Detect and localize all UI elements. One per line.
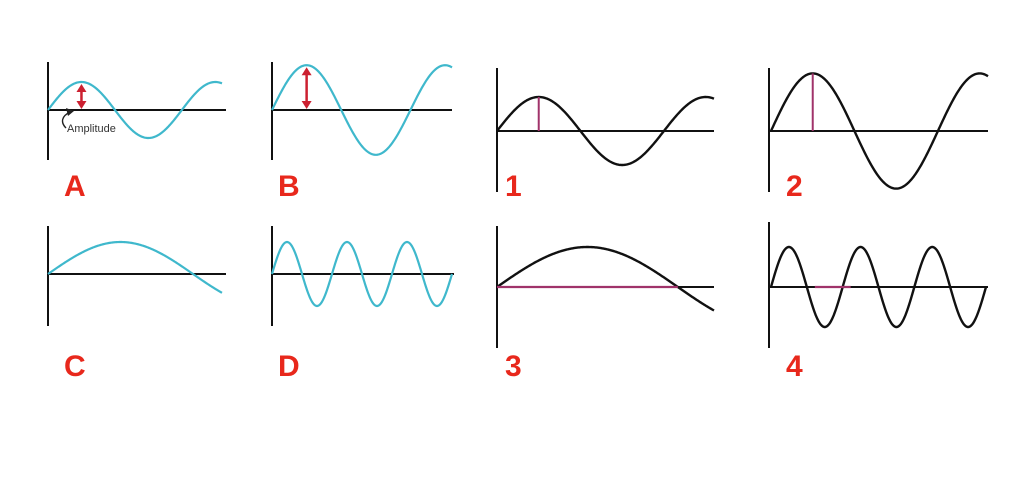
panel-label-2: 2 — [786, 170, 803, 203]
panel-a-wave — [47, 80, 223, 140]
panel-d-wave — [270, 240, 454, 308]
panel-label-b: B — [278, 170, 300, 203]
panel-2-wave — [769, 72, 989, 190]
panel-label-c: C — [64, 350, 86, 383]
panel-label-a: A — [64, 170, 86, 203]
amplitude-pointer-head — [66, 108, 74, 116]
panel-c-wave — [47, 240, 223, 294]
panel-label-d: D — [278, 350, 300, 383]
panel-3-wave — [496, 245, 715, 312]
panel-label-3: 3 — [505, 350, 522, 383]
panel-label-1: 1 — [505, 170, 522, 203]
panel-b-wave — [271, 64, 453, 156]
panel-label-4: 4 — [786, 350, 803, 383]
amplitude-annotation-label: Amplitude — [67, 123, 116, 135]
panel-4-wave — [769, 245, 988, 329]
panel-1-wave — [496, 95, 715, 167]
panel-b-amplitude-arrow-head-up — [301, 67, 312, 76]
panel-a-amplitude-arrow-head-down — [76, 101, 87, 109]
panel-b-amplitude-arrow-head-down — [301, 101, 312, 109]
panel-a-amplitude-arrow-head-up — [76, 84, 87, 92]
